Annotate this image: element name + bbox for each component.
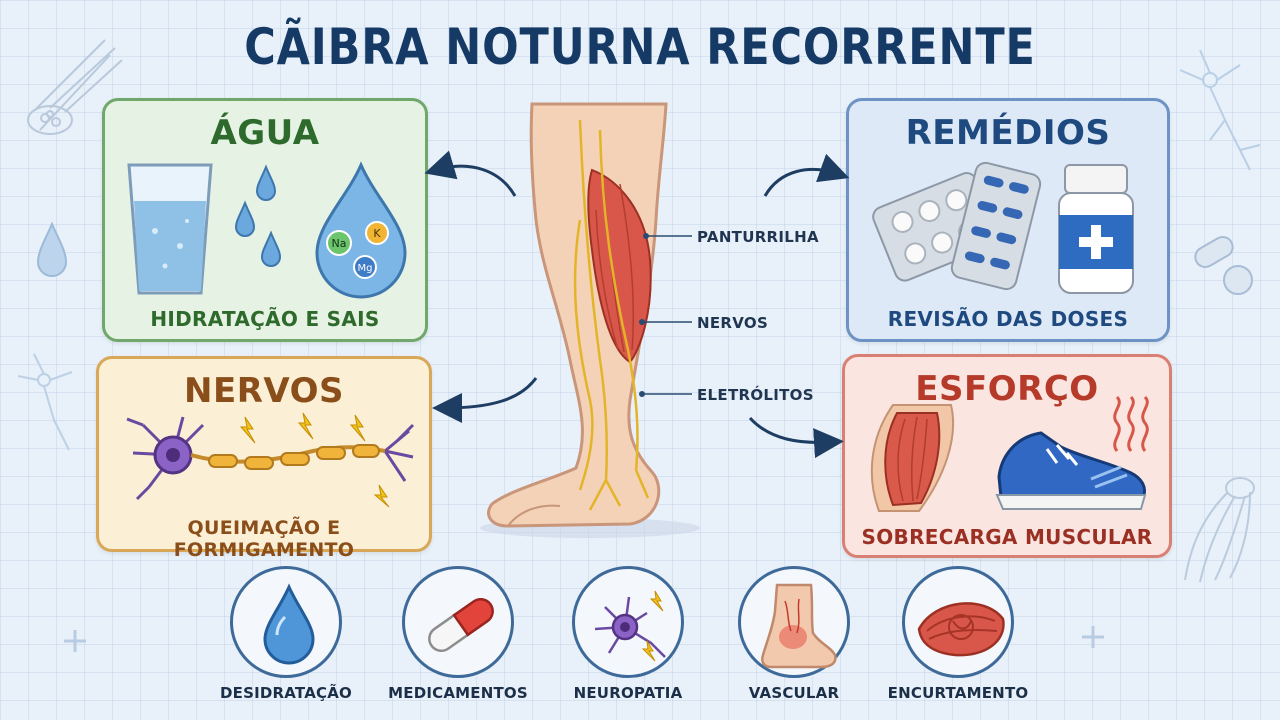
mineral-k-label: K — [373, 227, 381, 240]
card-esforco-heading: ESFORÇO — [915, 369, 1099, 409]
card-remedios-heading: REMÉDIOS — [905, 113, 1111, 153]
card-remedios-caption: REVISÃO DAS DOSES — [887, 307, 1129, 331]
card-agua-caption: HIDRATAÇÃO E SAIS — [150, 307, 380, 331]
water-drop-decoration-icon — [36, 221, 68, 277]
page-title: CÃIBRA NOTURNA RECORRENTE — [244, 18, 1036, 76]
icon-label-desidratacao: DESIDRATAÇÃO — [220, 684, 352, 702]
leg-illustration — [480, 102, 700, 538]
arrow-to-remedios — [763, 153, 850, 197]
arrow-to-esforco — [748, 416, 844, 459]
water-drops-icon — [234, 164, 282, 267]
swollen-foot-icon — [761, 583, 837, 669]
card-agua-heading: ÁGUA — [210, 113, 320, 153]
icon-circle-encurtamento — [902, 566, 1014, 678]
leg-leader-lines — [639, 233, 692, 397]
card-esforco: ESFORÇO SOBRECARGA MUSCULAR — [842, 354, 1172, 558]
card-remedios: REMÉDIOS REVISÃO DAS DOSES — [846, 98, 1170, 342]
leg-label-nervos: NERVOS — [697, 314, 769, 332]
card-esforco-caption: SOBRECARGA MUSCULAR — [861, 525, 1153, 549]
plus-decoration-icon — [64, 630, 86, 652]
muscle-fiber-decoration-icon — [27, 39, 123, 135]
icon-circle-vascular — [738, 566, 850, 678]
icon-label-vascular: VASCULAR — [748, 684, 840, 702]
neuron-icon — [594, 590, 666, 662]
sneaker-icon — [995, 431, 1147, 510]
muscle-decoration-icon — [1184, 477, 1255, 583]
icon-label-medicamentos: MEDICAMENTOS — [388, 684, 528, 702]
icon-label-neuropatia: NEUROPATIA — [573, 684, 683, 702]
leg-label-panturrilha: PANTURRILHA — [697, 228, 819, 246]
icon-circle-medicamentos — [402, 566, 514, 678]
neuron-icon — [126, 412, 415, 508]
water-glass-icon — [127, 163, 213, 295]
electrolyte-drop-icon: Na K Mg — [315, 161, 407, 299]
arrow-to-nervos — [432, 377, 538, 423]
mineral-mg-label: Mg — [358, 263, 373, 274]
card-nervos-heading: NERVOS — [184, 371, 344, 411]
capsule-blister-icon — [950, 161, 1042, 291]
mineral-na-label: Na — [332, 237, 347, 250]
heat-waves-icon — [1113, 395, 1149, 452]
neuron-decoration-icon — [1179, 49, 1261, 171]
icon-label-encurtamento: ENCURTAMENTO — [887, 684, 1029, 702]
capsule-icon — [428, 598, 494, 652]
icon-circle-neuropatia — [572, 566, 684, 678]
water-drop-icon — [263, 583, 315, 665]
card-nervos: NERVOS QUEIMAÇÃO E FORMIGAMENTO — [96, 356, 432, 561]
pill-decoration-icon — [1194, 236, 1253, 295]
card-nervos-caption: QUEIMAÇÃO E FORMIGAMENTO — [173, 517, 355, 561]
neuron-decoration-icon — [17, 353, 73, 451]
icon-circle-desidratacao — [230, 566, 342, 678]
medicine-bottle-icon — [1058, 164, 1134, 294]
leg-label-eletrolitos: ELETRÓLITOS — [697, 386, 814, 404]
card-agua: ÁGUA Na K Mg HIDRATAÇÃO E SAIS — [102, 98, 428, 342]
arrow-to-agua — [424, 150, 517, 197]
muscle-knot-icon — [917, 602, 1005, 657]
muscle-icon — [870, 404, 955, 512]
plus-decoration-icon — [1082, 626, 1104, 648]
